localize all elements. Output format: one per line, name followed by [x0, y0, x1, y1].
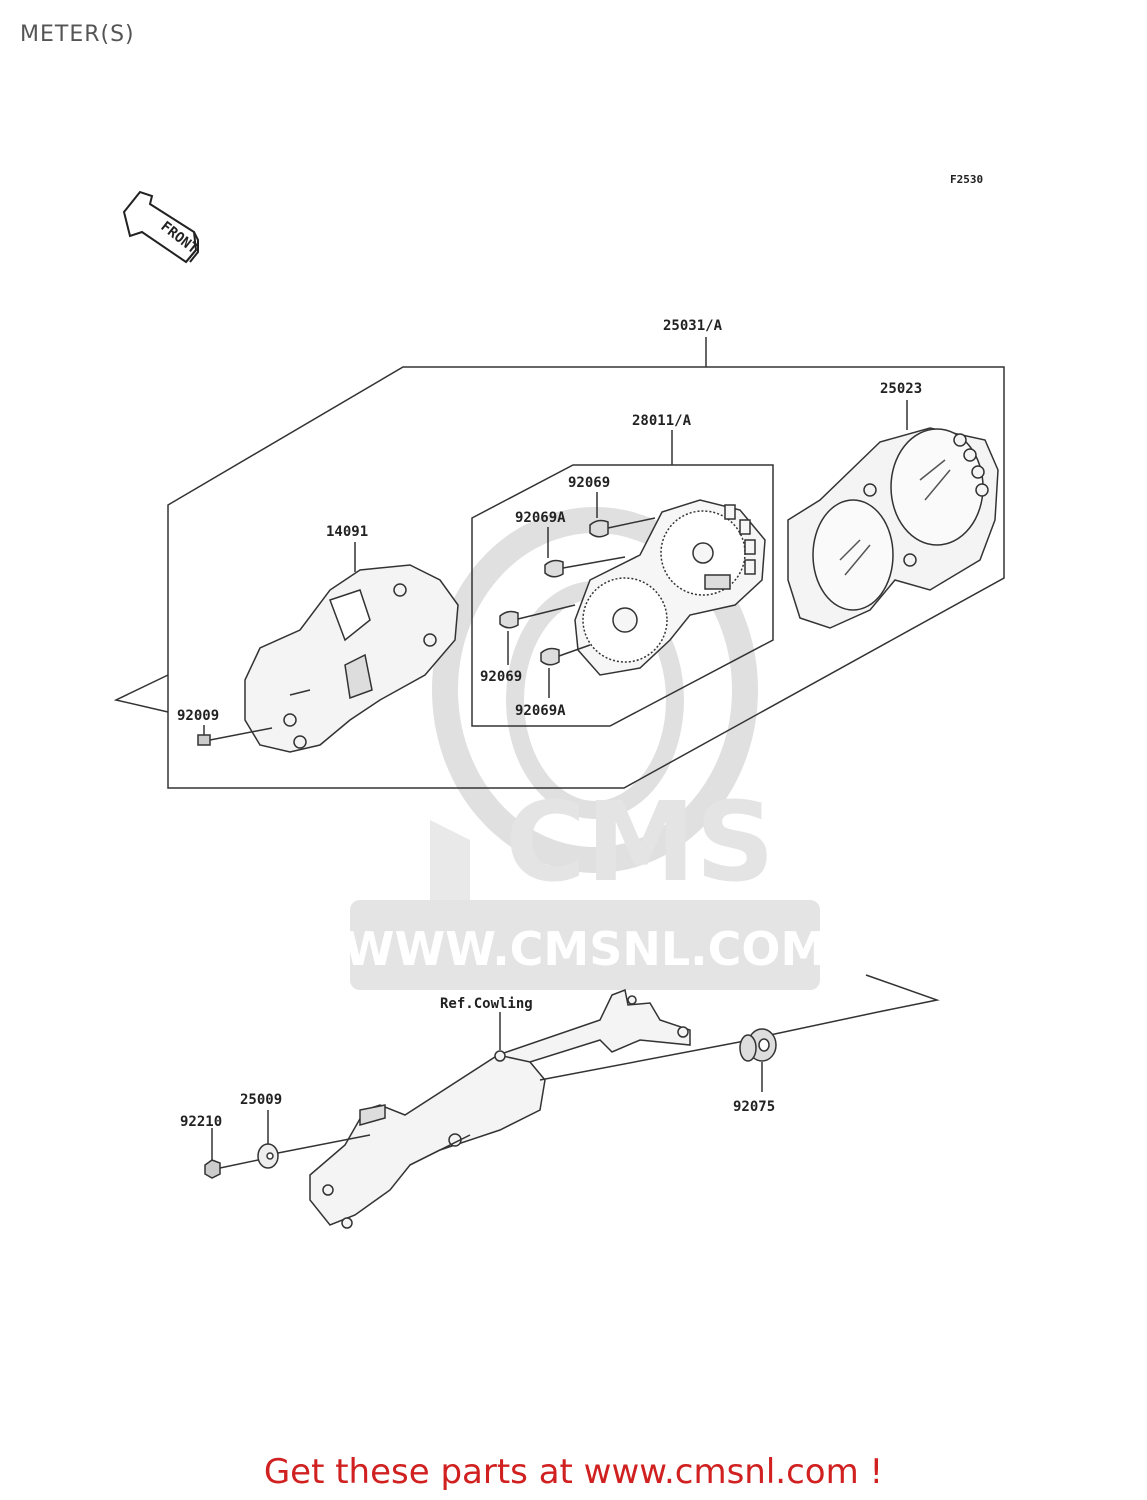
bulb-92069A-bottom	[540, 644, 591, 698]
page-title: METER(S)	[20, 22, 135, 47]
bulb-92069-top	[589, 492, 656, 538]
label-92210: 92210	[180, 1114, 222, 1130]
washer-25009	[257, 1110, 371, 1169]
grommet-92075	[739, 1028, 777, 1092]
meter-unit-28011	[574, 499, 766, 676]
screw-92009	[197, 725, 273, 746]
label-ref-cowling: Ref.Cowling	[440, 996, 533, 1012]
label-25009: 25009	[240, 1092, 282, 1108]
meter-cover-25023	[787, 427, 999, 629]
nut-92210	[204, 1128, 259, 1179]
label-92069-top: 92069	[568, 475, 610, 491]
label-25023: 25023	[880, 381, 922, 397]
front-arrow-icon: FRONT	[122, 190, 201, 264]
bulb-92069-bottom	[499, 604, 576, 665]
label-25031: 25031/A	[663, 318, 723, 334]
meter-bracket	[309, 988, 691, 1229]
cowling-reference-line	[499, 974, 940, 1081]
assembly-box-25031	[113, 337, 1005, 789]
label-92069A-top: 92069A	[515, 510, 566, 526]
watermark-url: WWW.CMSNL.COM	[344, 922, 827, 976]
label-92009: 92009	[177, 708, 219, 724]
label-92075: 92075	[733, 1099, 775, 1115]
watermark-logo: CMS	[505, 778, 774, 906]
assembly-box-28011	[471, 430, 774, 727]
meter-housing-14091	[244, 564, 459, 753]
label-14091: 14091	[326, 524, 368, 540]
label-92069-bottom: 92069	[480, 669, 522, 685]
label-28011: 28011/A	[632, 413, 692, 429]
bulb-92069A-top	[544, 527, 626, 578]
label-92069A-bottom: 92069A	[515, 703, 566, 719]
footer-promo: Get these parts at www.cmsnl.com !	[263, 1452, 884, 1492]
figure-code: F2530	[950, 173, 983, 186]
